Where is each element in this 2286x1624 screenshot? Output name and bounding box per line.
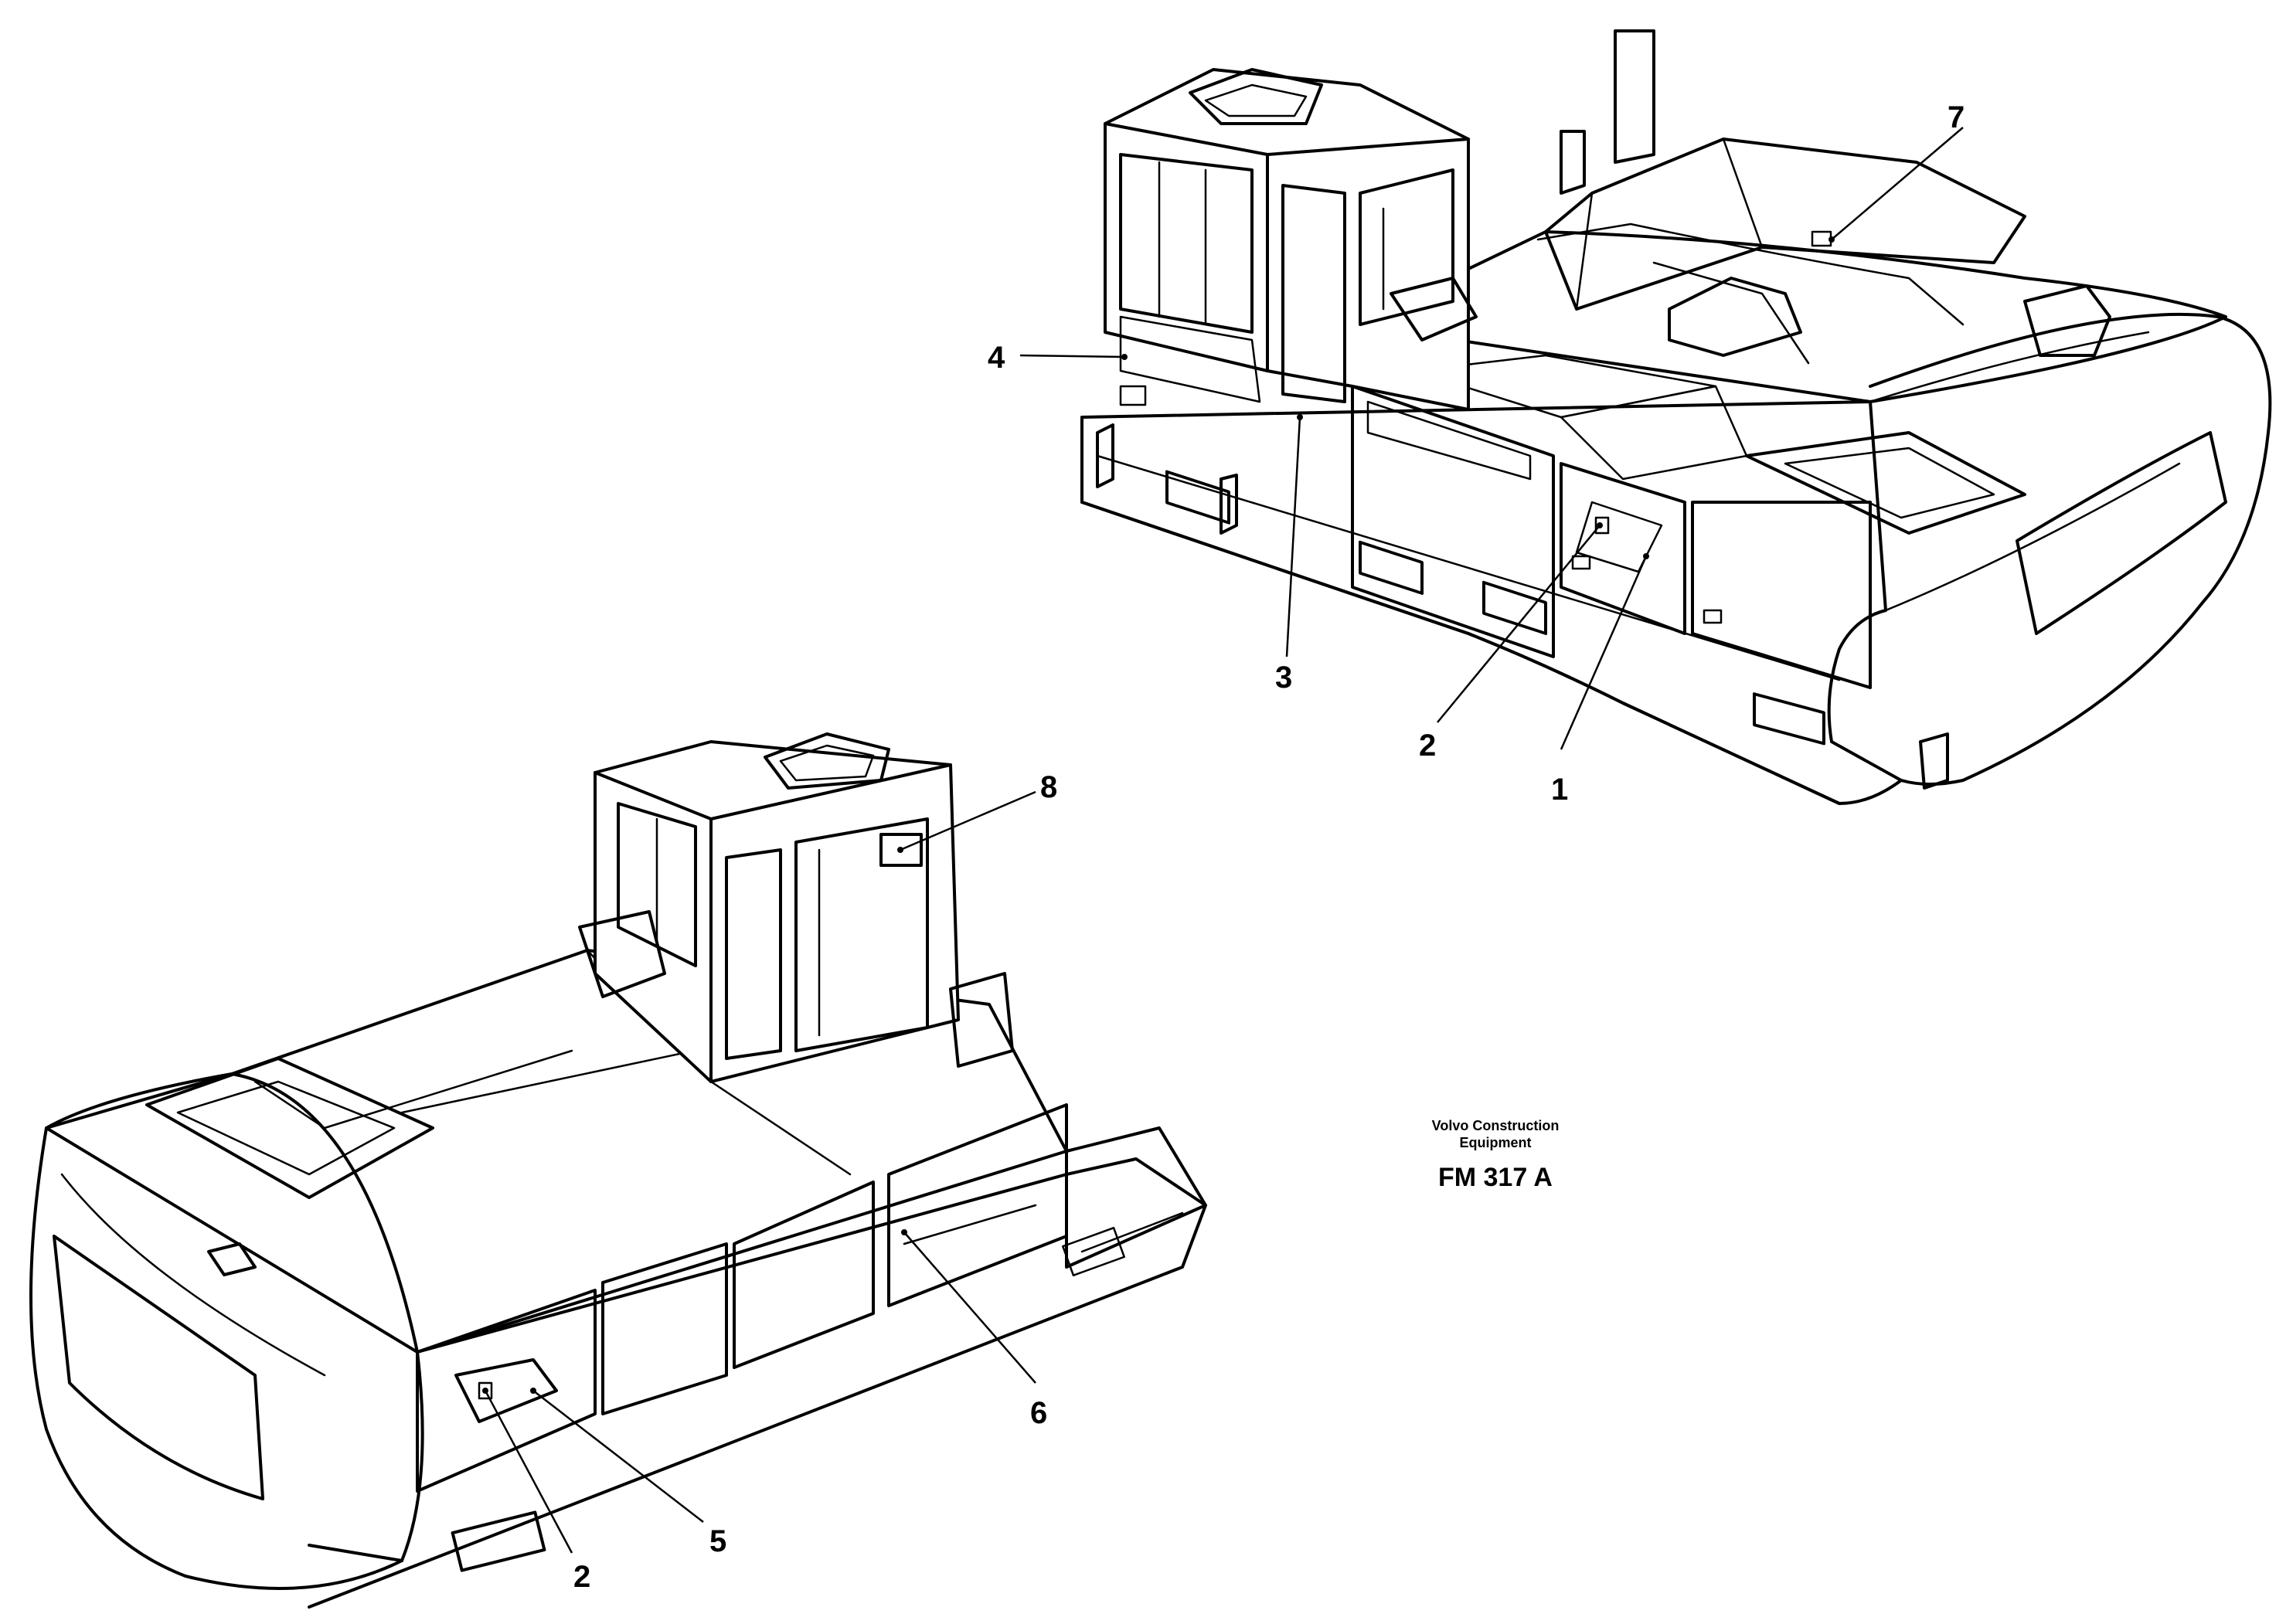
caption-company-line1: Volvo Construction xyxy=(1432,1118,1560,1133)
callout-bottom-8: 8 xyxy=(1040,770,1057,804)
caption-company-line2: Equipment xyxy=(1460,1135,1532,1150)
callout-top-2: 2 xyxy=(1419,729,1436,763)
callout-top-7: 7 xyxy=(1948,100,1965,134)
leader-lines xyxy=(482,127,1964,1554)
drawing-caption: Volvo Construction Equipment FM 317 A xyxy=(1432,1118,1560,1192)
caption-drawing-code: FM 317 A xyxy=(1438,1163,1553,1192)
callout-top-4: 4 xyxy=(988,341,1005,375)
callout-top-3: 3 xyxy=(1275,661,1292,695)
machine-top-view xyxy=(1080,29,2272,805)
callout-labels: 7 4 3 2 1 8 6 5 2 xyxy=(573,100,1965,1594)
callout-top-1: 1 xyxy=(1551,773,1568,807)
machine-bottom-view xyxy=(29,732,1207,1609)
callout-bottom-5: 5 xyxy=(709,1524,726,1558)
callout-bottom-2: 2 xyxy=(573,1560,590,1594)
callout-bottom-6: 6 xyxy=(1030,1396,1047,1430)
